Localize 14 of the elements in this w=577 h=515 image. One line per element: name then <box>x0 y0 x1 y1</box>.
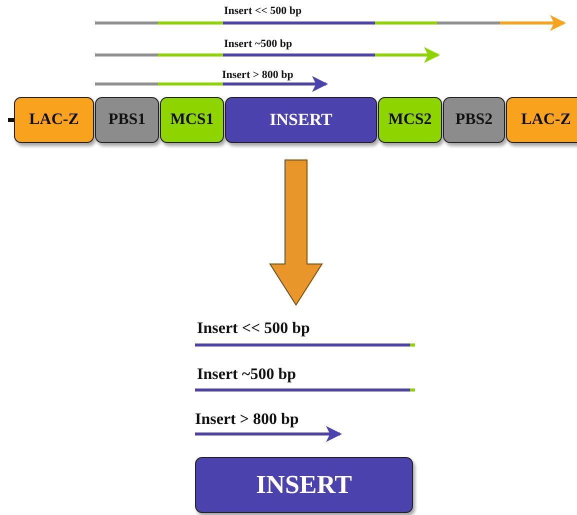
read-length-label: Insert << 500 bp <box>224 5 302 17</box>
read-length-label: Insert > 800 bp <box>222 69 294 81</box>
read-length-label: Insert ~500 bp <box>224 38 292 50</box>
pbs-segment: PBS1 <box>95 97 159 143</box>
read-length-label: Insert > 800 bp <box>195 411 299 429</box>
insert-segment: INSERT <box>225 97 377 143</box>
mcs-segment: MCS2 <box>378 97 442 143</box>
insert-segment: INSERT <box>195 457 413 513</box>
lacz-segment: LAC-Z <box>14 97 94 143</box>
lacz-segment: LAC-Z <box>506 97 577 143</box>
read-length-label: Insert << 500 bp <box>197 320 310 338</box>
mcs-segment: MCS1 <box>160 97 224 143</box>
read-length-label: Insert ~500 bp <box>197 366 296 384</box>
pbs-segment: PBS2 <box>443 97 505 143</box>
